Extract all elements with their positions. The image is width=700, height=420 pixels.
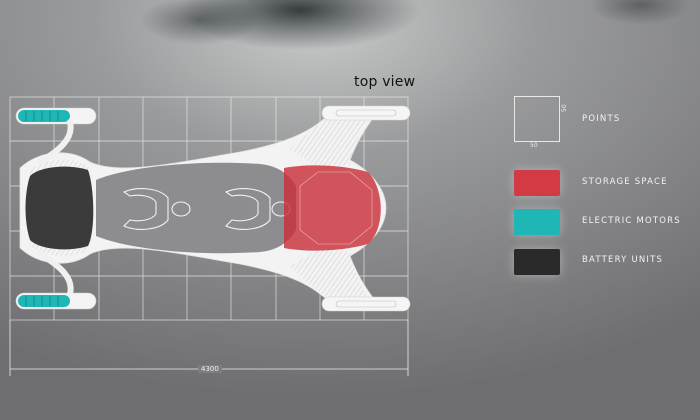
points-scale-square	[514, 96, 560, 142]
storage-space-shape	[284, 165, 381, 251]
smoke-shape	[140, 0, 260, 45]
front-suspension-arm	[37, 119, 74, 165]
electric-motors-label: electric motors	[582, 216, 681, 226]
frame-wireframe	[290, 248, 372, 308]
length-dimension-label: 4300	[198, 365, 222, 373]
rear-left-wheel	[321, 105, 411, 121]
points-width-label: 50	[530, 142, 538, 149]
view-title: top view	[354, 74, 416, 90]
front-left-wheel	[15, 107, 97, 125]
points-label: points	[582, 114, 621, 124]
storage-space-swatch	[514, 170, 560, 196]
front-suspension-arm	[37, 251, 74, 297]
smoke-shape	[590, 0, 690, 25]
storage-space-label: storage space	[582, 177, 668, 187]
storage-space-outline	[299, 171, 373, 245]
cabin-area	[96, 162, 296, 254]
front-right-wheel	[15, 292, 97, 310]
points-height-label: 50	[561, 104, 568, 112]
battery-units-label: battery units	[582, 255, 664, 265]
frame-wireframe	[290, 108, 372, 168]
battery-units-swatch	[514, 249, 560, 275]
battery-unit-shape	[25, 166, 94, 250]
seat-front	[122, 188, 191, 230]
rear-right-wheel	[321, 296, 411, 312]
electric-motors-swatch	[514, 209, 560, 235]
